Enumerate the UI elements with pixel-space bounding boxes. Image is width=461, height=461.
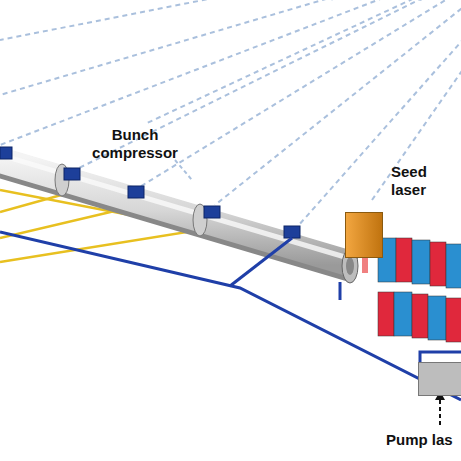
beam-pipe [0,152,358,283]
fiber-link [0,232,461,400]
laser-box: Pump las [418,362,461,396]
node-label: Bunch compressor [90,126,180,162]
undulator [378,238,461,342]
signal-lines [0,0,461,250]
laser-box: Seed laser [345,212,383,258]
node-label: Pump las [386,431,461,449]
node-label: Seed laser [391,163,451,199]
leader-arrows [175,160,445,425]
